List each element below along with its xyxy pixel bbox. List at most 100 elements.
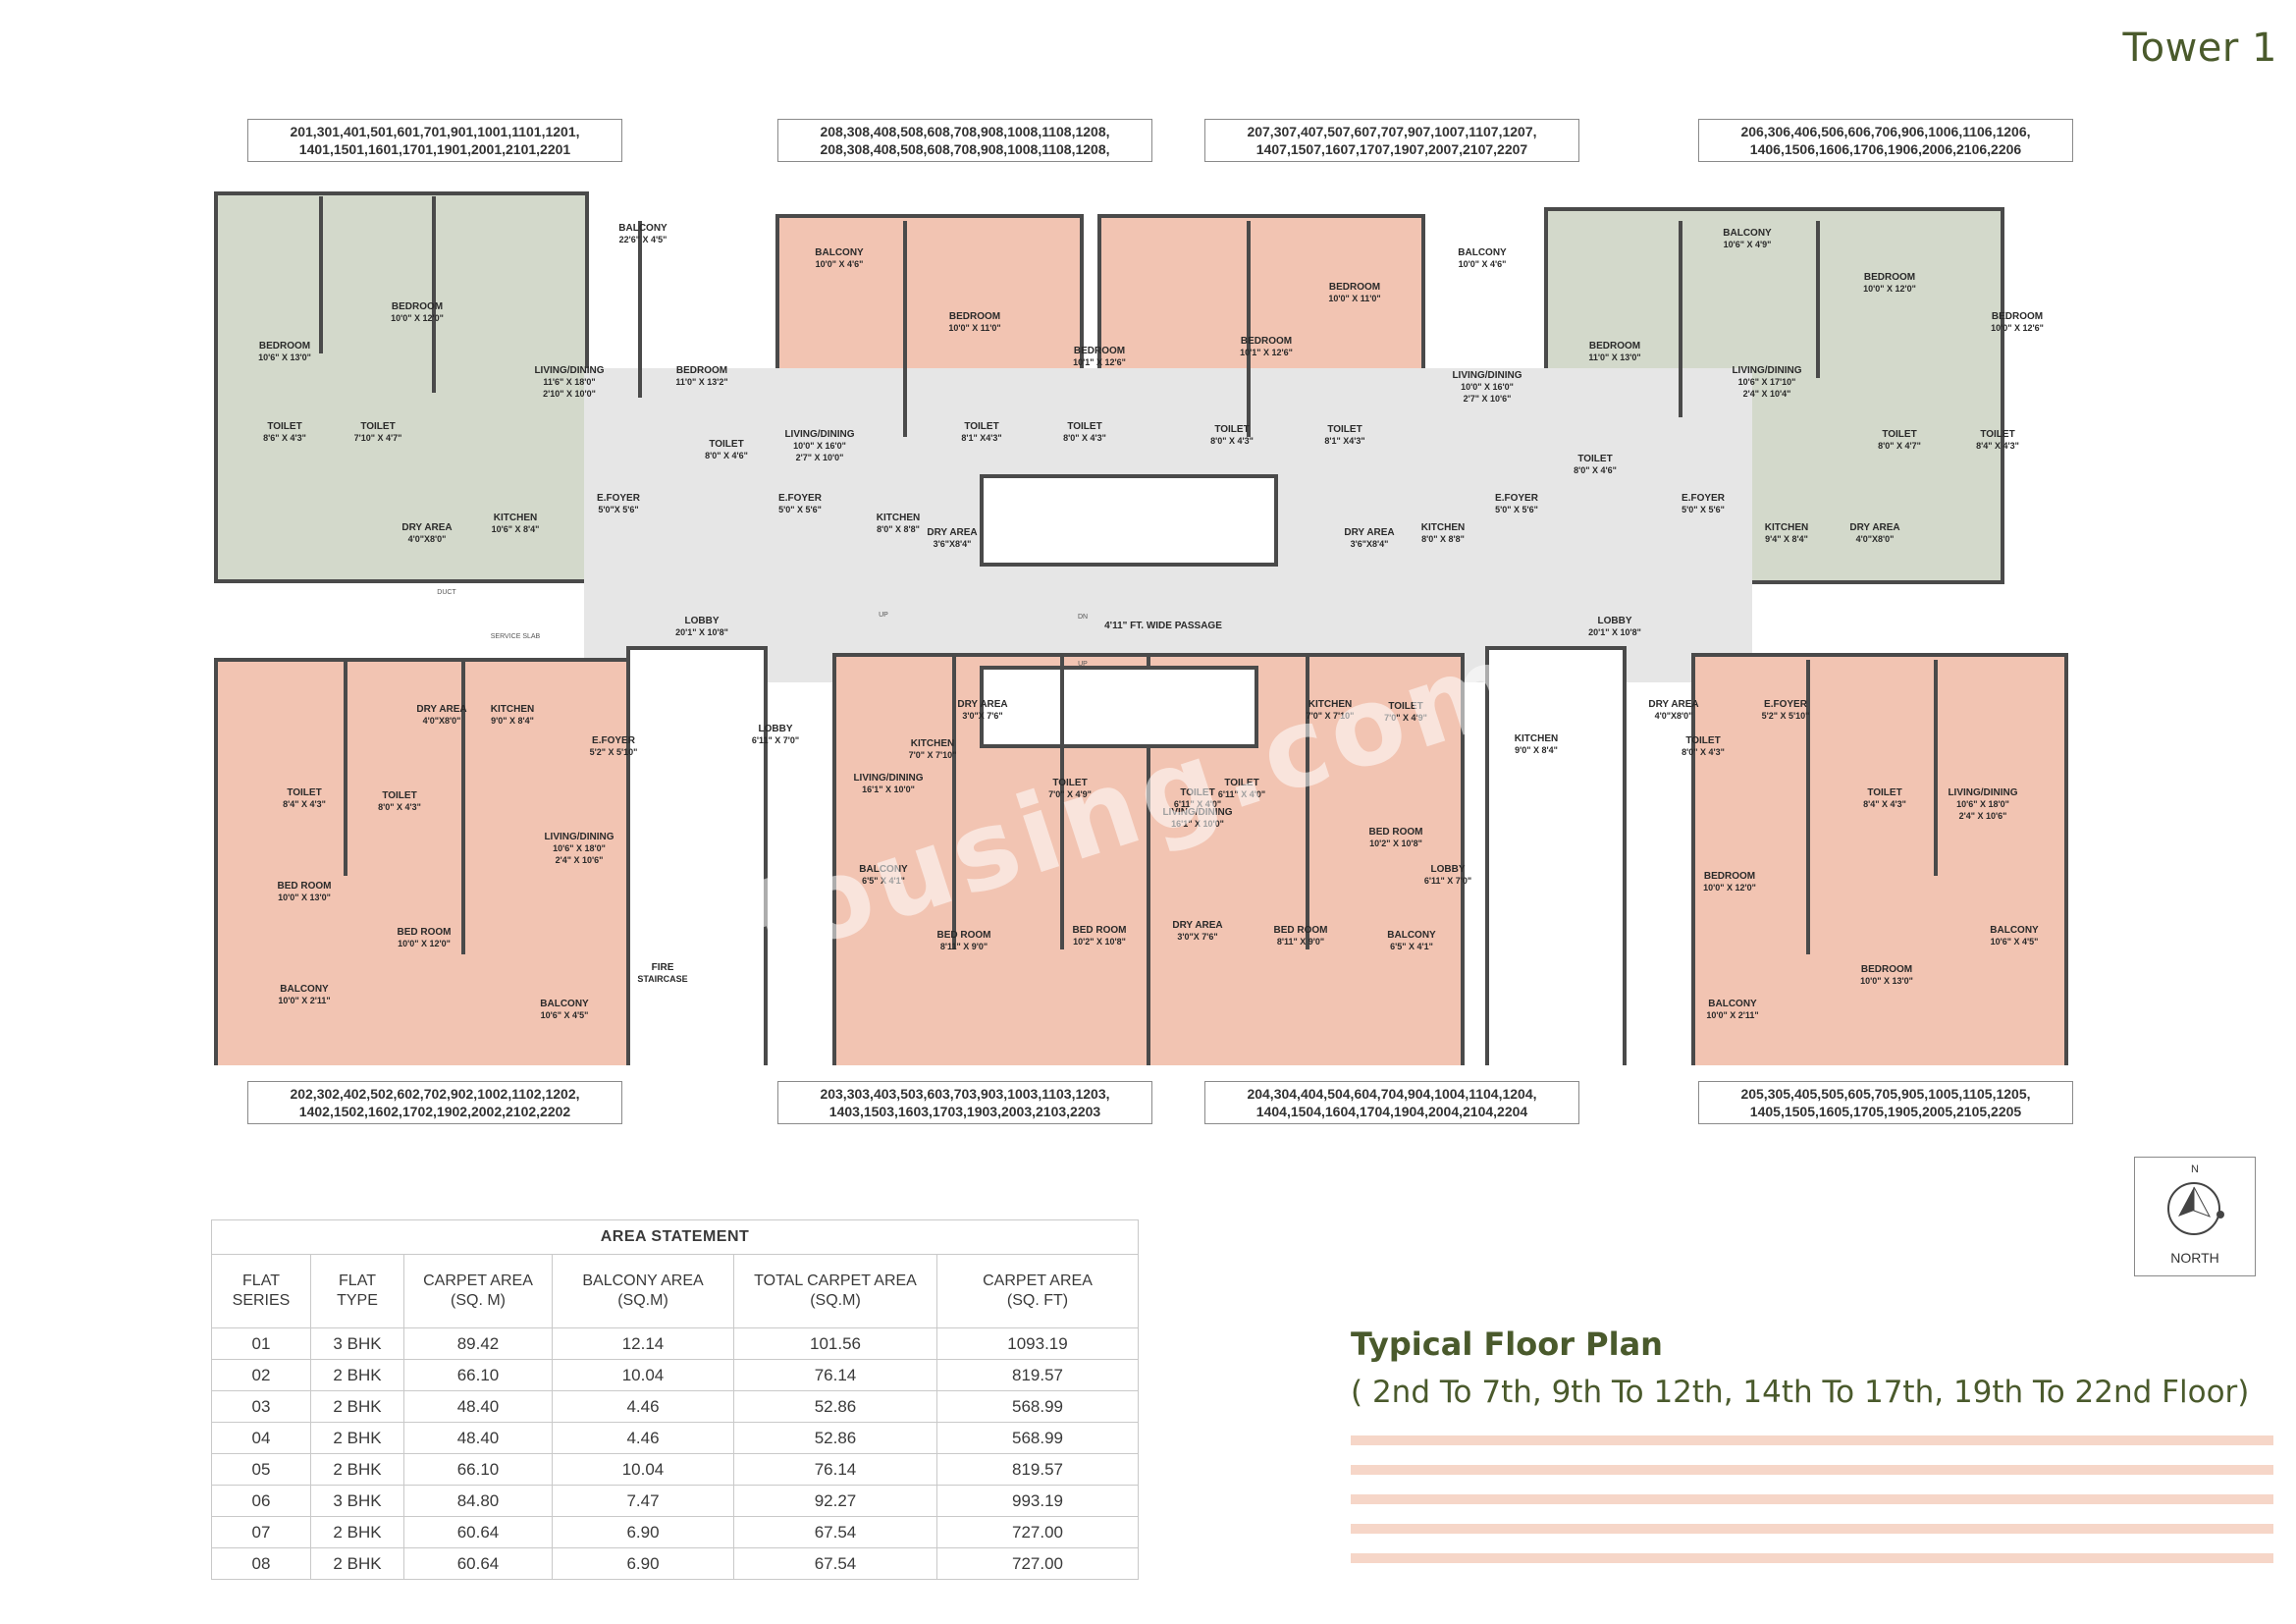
flat-01-area — [214, 191, 589, 583]
room-dimension: 10'0" X 11'0" — [1328, 294, 1380, 303]
table-cell: 2 BHK — [310, 1516, 404, 1548]
interior-wall — [1247, 221, 1251, 437]
table-cell: 04 — [211, 1422, 311, 1454]
room-name: LIVING/DINING — [1162, 807, 1232, 818]
room-dimension: 6'11" X 4'0" — [1174, 799, 1221, 809]
room-dimension: 8'11" X 9'0" — [1277, 937, 1324, 947]
unit-list-line: 206,306,406,506,606,706,906,1006,1106,12… — [1740, 124, 2031, 139]
room-name: LIVING/DINING — [1732, 365, 1801, 376]
room-dimension: 7'0" X 7'10" — [1307, 711, 1355, 721]
room-name: DRY AREA — [1849, 522, 1899, 533]
room-name: LOBBY — [759, 724, 793, 734]
table-cell: 2 BHK — [310, 1359, 404, 1391]
room-dimension: 10'0" X 12'6" — [1991, 323, 2044, 333]
room-dimension: STAIRCASE — [637, 974, 687, 984]
room-dimension: 9'0" X 8'4" — [1515, 745, 1558, 755]
room-dimension: 6'5" X 4'1" — [862, 876, 905, 886]
room-name: BED ROOM — [1073, 925, 1127, 936]
plan-small-label: SERVICE SLAB — [491, 633, 541, 640]
unit-list-line: 1401,1501,1601,1701,1901,2001,2101,2201 — [298, 141, 571, 157]
room-dimension: 4'0"X8'0" — [1655, 711, 1693, 721]
table-cell: 2 BHK — [310, 1422, 404, 1454]
room-dimension: 10'0" X 11'0" — [948, 323, 1000, 333]
room-name: TOILET — [709, 439, 743, 450]
room-name: BED ROOM — [1369, 827, 1423, 838]
room-name: DRY AREA — [416, 704, 466, 715]
plan-small-label: UP — [1078, 661, 1088, 668]
room-dimension: 10'0" X 13'0" — [1860, 976, 1913, 986]
table-cell: 12.14 — [552, 1327, 734, 1360]
interior-wall — [952, 655, 956, 949]
staircase-area — [1485, 646, 1627, 1065]
unit-list-bottom-3: 204,304,404,504,604,704,904,1004,1104,12… — [1204, 1081, 1579, 1124]
room-dimension: 8'0" X 8'8" — [877, 524, 920, 534]
fire-staircase-area — [626, 646, 768, 1065]
table-cell: 3 BHK — [310, 1327, 404, 1360]
room-name: BALCONY — [1708, 999, 1757, 1009]
room-name: TOILET — [1327, 424, 1362, 435]
room-name: KITCHEN — [911, 738, 954, 749]
unit-list-line: 202,302,402,502,602,702,902,1002,1102,12… — [290, 1086, 580, 1102]
room-dimension: 8'4" X 4'3" — [283, 799, 326, 809]
room-name: BED ROOM — [1274, 925, 1328, 936]
room-name: BALCONY — [1990, 925, 2039, 936]
room-dimension: 8'0" X 4'7" — [1878, 441, 1921, 451]
plan-title-line2: ( 2nd To 7th, 9th To 12th, 14th To 17th,… — [1351, 1375, 2250, 1410]
interior-wall — [319, 196, 323, 353]
table-cell: 66.10 — [403, 1453, 553, 1486]
room-name: TOILET — [1180, 787, 1214, 798]
unit-list-line: 201,301,401,501,601,701,901,1001,1101,12… — [290, 124, 580, 139]
room-name: TOILET — [1214, 424, 1249, 435]
room-name: BEDROOM — [1992, 311, 2043, 322]
compass-icon — [2167, 1182, 2224, 1235]
interior-wall — [903, 221, 907, 437]
room-name: TOILET — [360, 421, 395, 432]
decorative-stripes — [1351, 1435, 2273, 1583]
room-name: TOILET — [287, 787, 321, 798]
room-dimension: 8'0" X 8'8" — [1421, 534, 1465, 544]
room-name: LIVING/DINING — [1948, 787, 2017, 798]
unit-list-line: 1404,1504,1604,1704,1904,2004,2104,2204 — [1255, 1104, 1528, 1119]
room-name: BALCONY — [1387, 930, 1436, 941]
room-dimension: 6'11" X 4'0" — [1218, 789, 1265, 799]
room-name: KITCHEN — [494, 513, 537, 523]
room-dimension: 6'11" X 7'0" — [1424, 876, 1471, 886]
table-cell: 02 — [211, 1359, 311, 1391]
table-cell: 727.00 — [936, 1547, 1139, 1580]
table-cell: 60.64 — [403, 1547, 553, 1580]
room-name: BEDROOM — [1704, 871, 1755, 882]
flat-05-area — [1691, 653, 2068, 1065]
room-dimension: 10'6" X 4'5" — [541, 1010, 589, 1020]
room-dimension: 10'1" X 12'6" — [1240, 348, 1293, 357]
table-cell: 6.90 — [552, 1547, 734, 1580]
room-dimension-extra: 2'4" X 10'4" — [1743, 389, 1791, 399]
table-cell: 4.46 — [552, 1422, 734, 1454]
room-dimension-extra: 2'7" X 10'0" — [796, 453, 844, 462]
room-dimension: 10'6" X 17'10" — [1738, 377, 1796, 387]
room-dimension: 11'0" X 13'0" — [1588, 352, 1640, 362]
room-dimension: 7'0" X 4'9" — [1384, 713, 1427, 723]
room-name: E.FOYER — [1764, 699, 1808, 710]
room-dimension: 5'2" X 5'10" — [590, 747, 638, 757]
table-cell: 993.19 — [936, 1485, 1139, 1517]
room-name: BALCONY — [540, 999, 589, 1009]
unit-list-line: 1407,1507,1607,1707,1907,2007,2107,2207 — [1255, 141, 1528, 157]
plan-title: Typical Floor Plan ( 2nd To 7th, 9th To … — [1351, 1326, 2249, 1410]
room-dimension: 5'0"X 5'6" — [598, 505, 638, 514]
room-name: BEDROOM — [392, 301, 443, 312]
room-name: TOILET — [1388, 701, 1422, 712]
room-dimension: 16'1" X 10'0" — [1171, 819, 1224, 829]
room-name: LOBBY — [1598, 616, 1632, 626]
room-name: BALCONY — [859, 864, 908, 875]
room-dimension: 8'1" X4'3" — [1324, 436, 1364, 446]
room-dimension: 6'5" X 4'1" — [1390, 942, 1433, 951]
column-header: TOTAL CARPET AREA(SQ.M) — [733, 1254, 937, 1328]
room-name: LIVING/DINING — [1452, 370, 1522, 381]
table-cell: 4.46 — [552, 1390, 734, 1423]
room-dimension: 8'4" X 4'3" — [1863, 799, 1906, 809]
room-dimension: 10'0" X 16'0" — [1461, 382, 1514, 392]
